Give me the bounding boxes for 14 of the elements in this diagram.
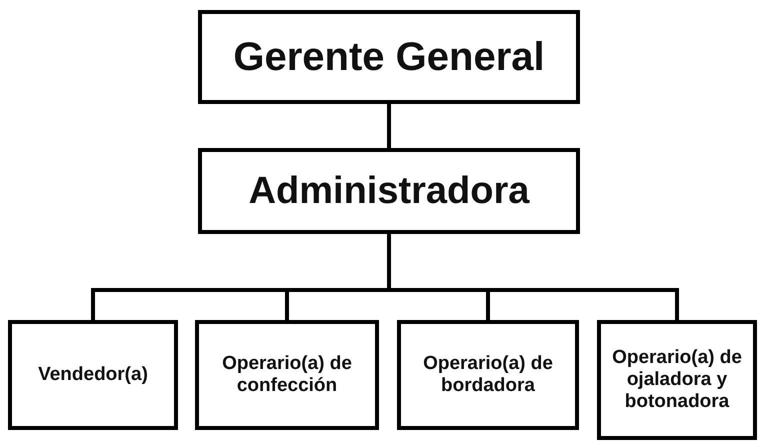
org-box [198,10,580,104]
connector-line [387,234,679,320]
org-box [198,148,580,234]
org-box [597,320,757,440]
role-title: Vendedor(a) [38,364,148,386]
role-title: Operario(a) de ojaladora y botonadora [611,347,743,413]
connector-line [387,104,391,148]
role-title: Operario(a) de confección [221,353,353,397]
role-title: Operario(a) de bordadora [422,353,554,397]
org-box [8,320,178,430]
org-box [195,320,379,430]
org-box [397,320,579,430]
role-title: Gerente General [233,34,545,80]
role-title: Administradora [248,170,530,212]
